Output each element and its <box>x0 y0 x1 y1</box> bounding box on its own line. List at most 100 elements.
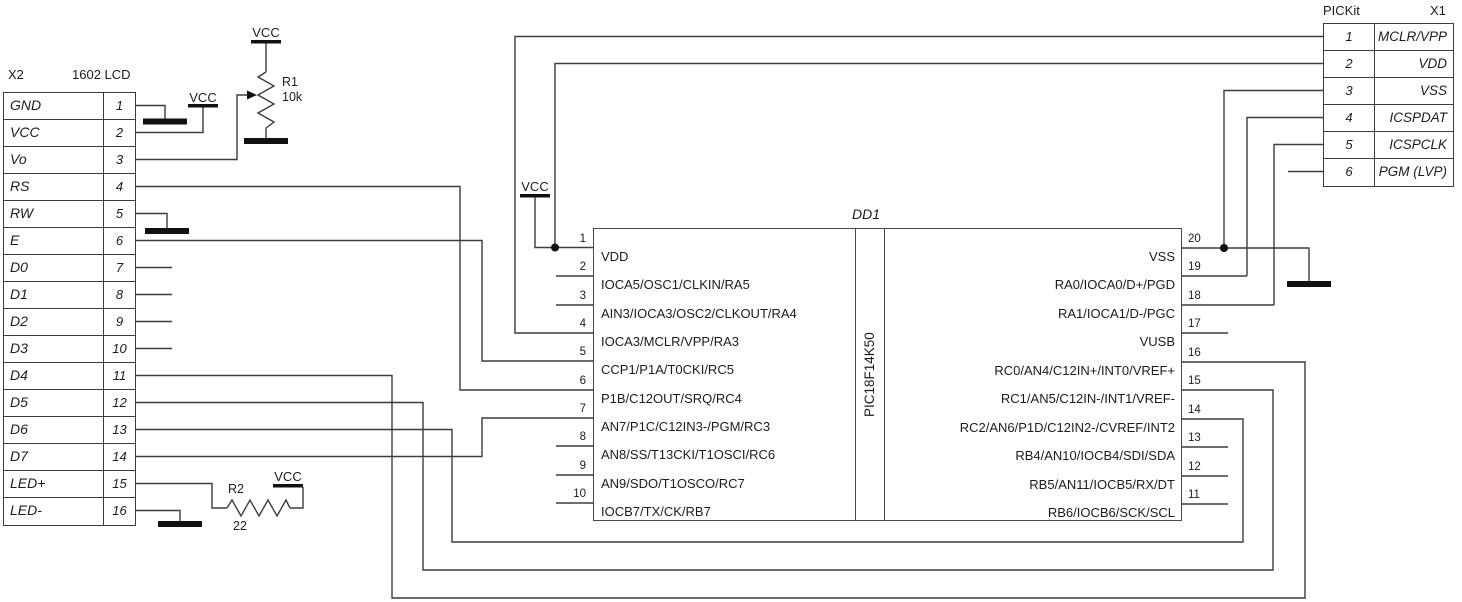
pin-name: IOCB7/TX/CK/RB7 <box>601 504 711 519</box>
pin-number: 16 <box>1188 347 1201 359</box>
pin-name: MCLR/VPP <box>1377 29 1447 44</box>
vcc-bar <box>273 484 303 488</box>
pin-name: D1 <box>4 282 104 308</box>
vcc-label: VCC <box>521 179 549 194</box>
vcc-label: VCC <box>189 90 217 105</box>
pin-name: D6 <box>4 417 104 443</box>
pin-name: VCC <box>4 120 104 146</box>
wire-group <box>135 35 1323 599</box>
lcd-pin-row: D1 8 <box>4 282 135 309</box>
pin-number: 15 <box>112 476 127 491</box>
pin-number: 2 <box>1324 51 1375 77</box>
pin-name: D0 <box>4 255 104 281</box>
pin-number: 8 <box>579 431 586 443</box>
wire-rs-rc4 <box>135 185 593 391</box>
wire-mclr <box>514 35 1323 334</box>
pin-number: 10 <box>112 341 127 356</box>
pin-number: 18 <box>1188 290 1201 302</box>
pin-number: 14 <box>112 449 127 464</box>
pin-number: 5 <box>579 346 586 358</box>
pin-number: 17 <box>1188 318 1201 330</box>
pin-number: 5 <box>1324 132 1375 158</box>
wire-d4-rc0 <box>135 361 1306 599</box>
vcc-bar <box>251 40 281 44</box>
pin-number: 4 <box>579 318 586 330</box>
pin-number: 1 <box>579 233 586 245</box>
pin-number: 2 <box>579 261 586 273</box>
wire-d5-rc1 <box>135 389 1274 571</box>
wire-gnd1 <box>135 104 166 119</box>
pin-number: 7 <box>115 260 124 275</box>
pin-number: 2 <box>115 125 124 140</box>
pin-number: 1 <box>1324 24 1375 50</box>
pin-number: 4 <box>1324 105 1375 131</box>
pin-name: RA0/IOCA0/D+/PGD <box>1054 277 1175 292</box>
ground-symbols <box>143 118 1331 527</box>
pin-number: 12 <box>112 395 127 410</box>
wire-d7-rc3 <box>135 417 593 458</box>
pin-name: VDD <box>1418 56 1447 71</box>
wire-icspclk <box>1273 143 1323 305</box>
pin-number: 14 <box>1188 404 1201 416</box>
wire-icspdat <box>1246 116 1323 276</box>
pin-name: CCP1/P1A/T0CKI/RC5 <box>601 362 734 377</box>
pin-name: RW <box>4 201 104 227</box>
lcd-pin-row: D0 7 <box>4 255 135 282</box>
wire-vss-pickit <box>1223 89 1323 248</box>
lcd-pin-row: D3 10 <box>4 336 135 363</box>
pin-name: AN8/SS/T13CKI/T1OSCI/RC6 <box>601 447 776 462</box>
pickit-pin-row: 2 VDD <box>1324 51 1453 78</box>
ground-symbol <box>244 138 288 144</box>
r1-zigzag <box>256 71 276 129</box>
pin-number: 20 <box>1188 233 1201 245</box>
pin-number: 8 <box>115 287 124 302</box>
vcc-label: VCC <box>252 25 280 40</box>
pin-number: 9 <box>579 460 586 472</box>
pin-number: 10 <box>573 488 586 500</box>
pin-name: D2 <box>4 309 104 335</box>
lcd-pin-row: D5 12 <box>4 390 135 417</box>
pin-name: VSS <box>1419 83 1447 98</box>
r2-ref: R2 <box>228 482 244 496</box>
pin-name: RB5/AN11/IOCB5/RX/DT <box>1029 477 1175 492</box>
pin-number: 16 <box>112 503 127 518</box>
pin-name: D3 <box>4 336 104 362</box>
pin-number: 3 <box>579 290 586 302</box>
ground-symbol <box>158 521 202 527</box>
wire-vdd-pickit <box>554 62 1323 248</box>
pin-name: VUSB <box>1139 334 1175 349</box>
vcc-label: VCC <box>274 469 302 484</box>
r1-ref: R1 <box>282 75 298 89</box>
wire-d6-rc2 <box>135 418 1244 543</box>
wire-rw-gnd <box>135 212 168 228</box>
junction-dot <box>1220 244 1228 252</box>
wire-e-rc5 <box>135 239 593 362</box>
pickit-pin-row: 4 ICSPDAT <box>1324 105 1453 132</box>
pin-number: 11 <box>112 368 127 383</box>
pin-name: AIN3/IOCA3/OSC2/CLKOUT/RA4 <box>601 306 797 321</box>
pin-name: RB6/IOCB6/SCK/SCL <box>1047 505 1175 520</box>
lcd-pin-row: LED-16 <box>4 498 135 525</box>
pin-name: RC2/AN6/P1D/C12IN2-/CVREF/INT2 <box>959 420 1175 435</box>
pin-number: 6 <box>579 375 586 387</box>
pin-name: LED+ <box>4 471 104 497</box>
pin-name: D5 <box>4 390 104 416</box>
wire-vcc-vdd <box>534 197 593 249</box>
wiper-arrow-icon <box>247 90 257 100</box>
pin-number: 3 <box>115 152 124 167</box>
pin-name: ICSPDAT <box>1389 110 1447 125</box>
vcc-bars <box>188 40 550 488</box>
ground-symbol <box>143 118 187 125</box>
wire-r2-vcc <box>290 487 304 509</box>
pin-number: 1 <box>115 98 124 113</box>
